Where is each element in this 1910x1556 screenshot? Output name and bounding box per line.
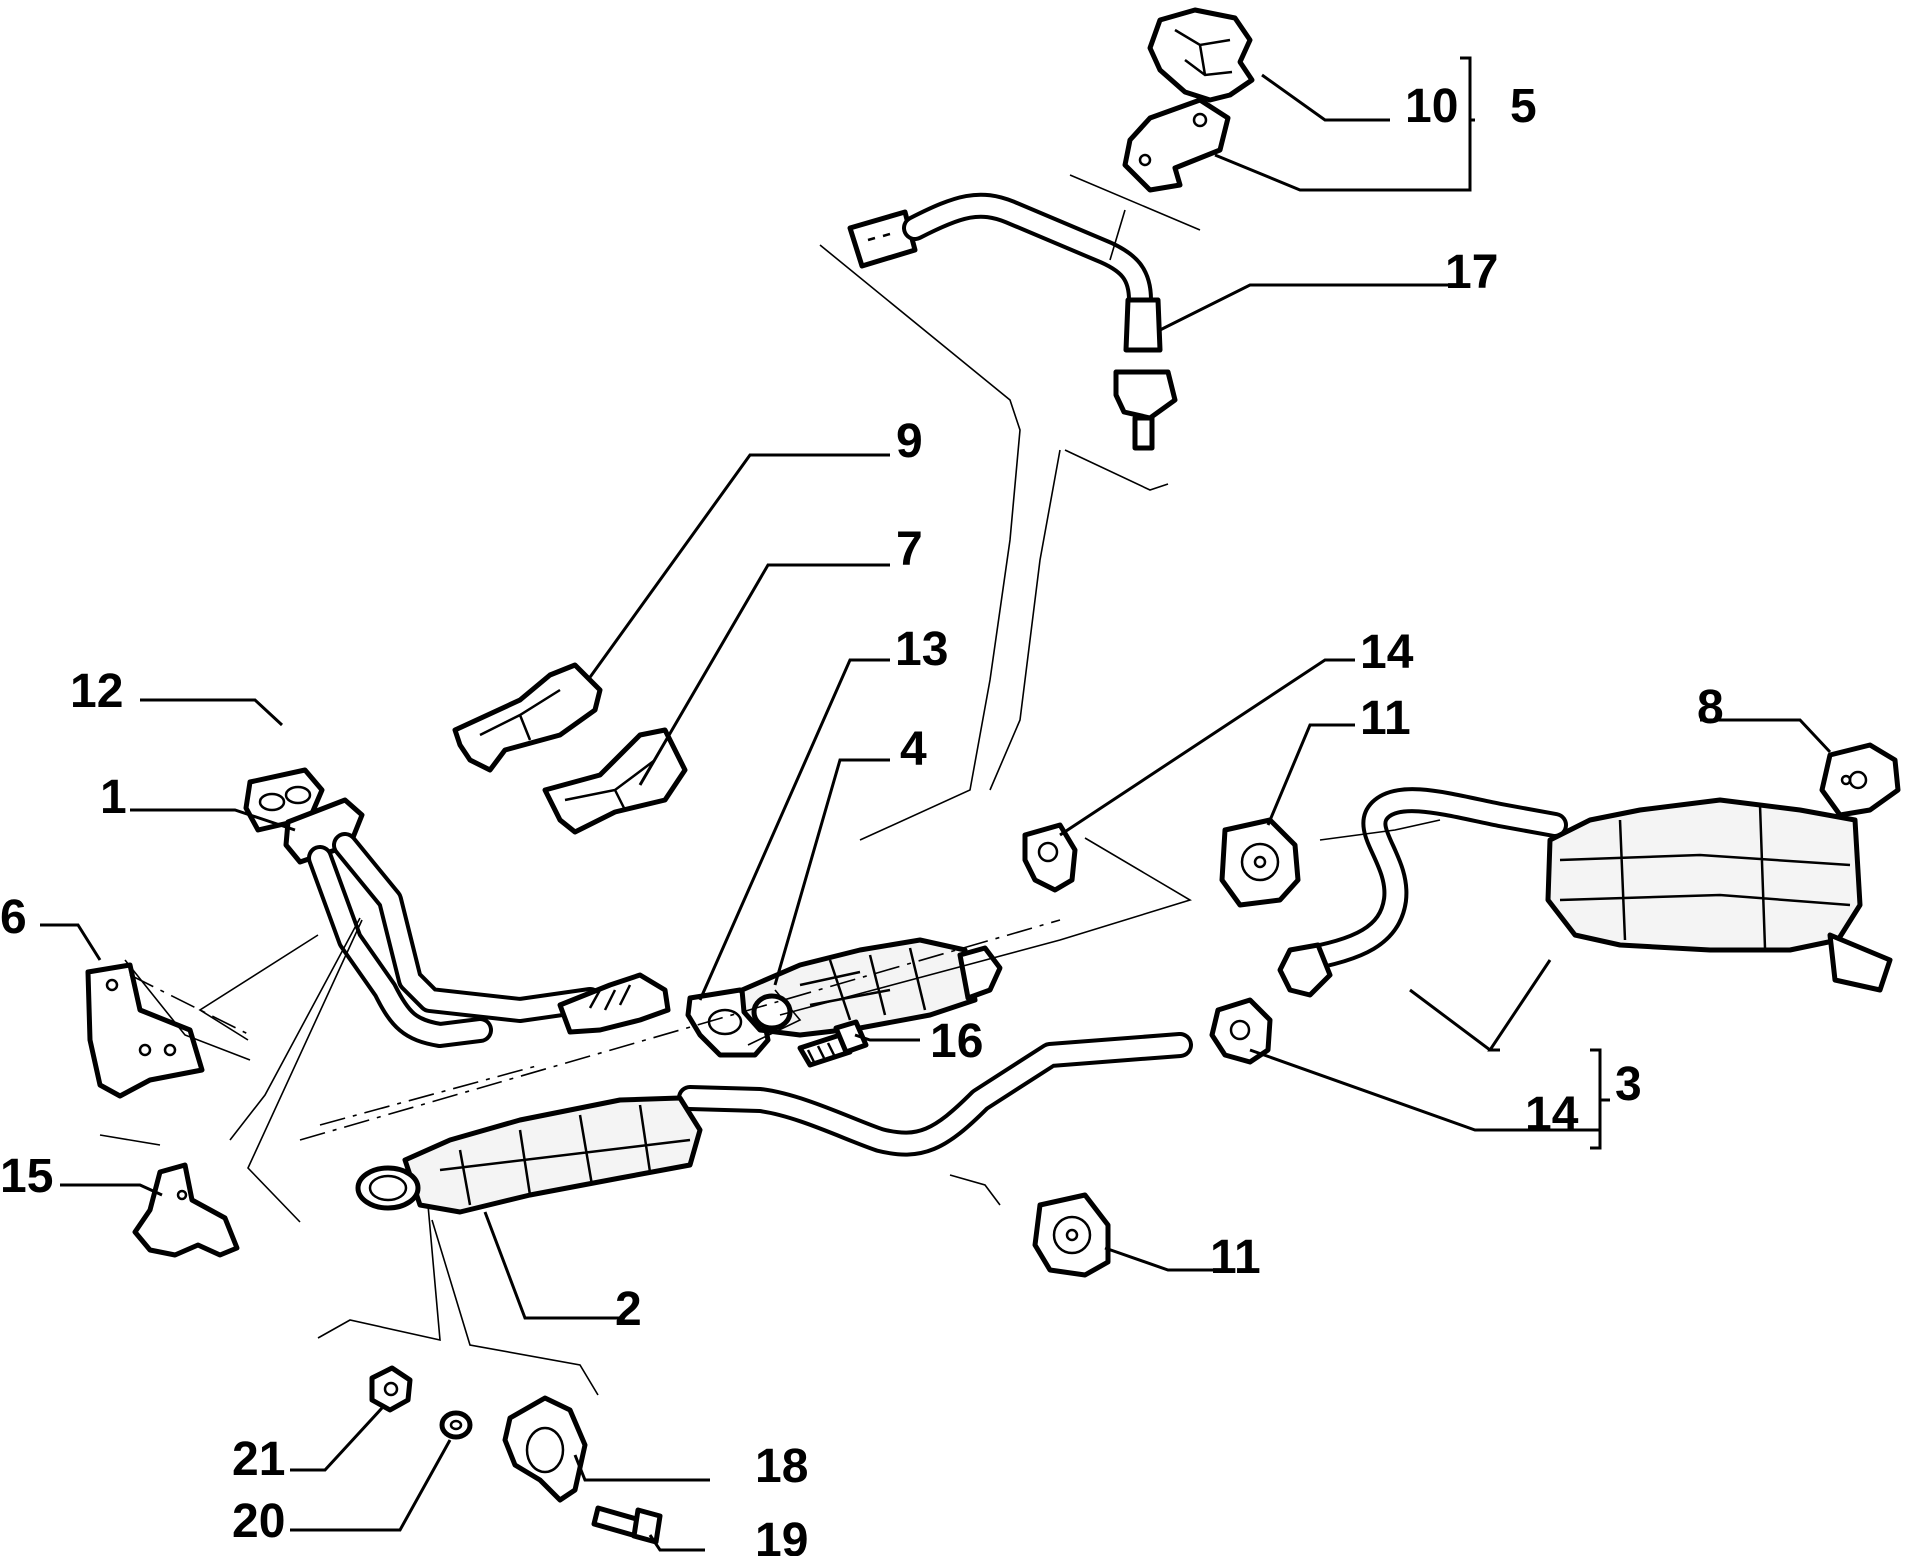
part-18-clamp[interactable] bbox=[502, 1395, 588, 1503]
part-14-rubber-mount-lower[interactable] bbox=[1209, 997, 1273, 1065]
part-16-bolt[interactable] bbox=[797, 1019, 869, 1068]
callout-5: 5 bbox=[1510, 80, 1537, 133]
part-6-bracket[interactable] bbox=[85, 962, 205, 1099]
part-21-nut[interactable] bbox=[369, 1365, 413, 1413]
part-9-heat-shield[interactable] bbox=[452, 662, 603, 773]
callout-11-lower: 11 bbox=[1210, 1231, 1261, 1284]
part-15-bracket[interactable] bbox=[132, 1162, 240, 1258]
leader-lines bbox=[40, 56, 1832, 1552]
part-2-centre-silencer[interactable] bbox=[355, 1032, 1193, 1215]
callout-11-upper: 11 bbox=[1360, 692, 1411, 745]
callout-13: 13 bbox=[895, 623, 948, 676]
part-1-front-pipe[interactable] bbox=[283, 797, 671, 1048]
callout-6: 6 bbox=[0, 891, 27, 944]
part-4-catalytic-converter[interactable] bbox=[739, 937, 1003, 1038]
callout-2: 2 bbox=[615, 1283, 642, 1336]
callout-10: 10 bbox=[1405, 80, 1458, 133]
callout-15: 15 bbox=[0, 1150, 53, 1203]
callout-18: 18 bbox=[755, 1440, 808, 1493]
part-3-rear-silencer[interactable] bbox=[1277, 787, 1893, 998]
part-8-rubber-pad[interactable] bbox=[1819, 742, 1901, 818]
part-17-lambda-sensor[interactable] bbox=[847, 192, 1178, 451]
part-10-clamp[interactable] bbox=[1147, 7, 1255, 103]
callout-4: 4 bbox=[900, 723, 927, 776]
callout-14-upper: 14 bbox=[1360, 626, 1414, 679]
part-11-rubber-ring-lower[interactable] bbox=[1032, 1192, 1111, 1278]
callout-14-lower: 14 bbox=[1525, 1088, 1579, 1141]
part-20-washer[interactable] bbox=[439, 1410, 473, 1440]
part-14-rubber-mount-upper[interactable] bbox=[1022, 822, 1078, 893]
callout-21: 21 bbox=[232, 1433, 285, 1486]
callout-1: 1 bbox=[100, 771, 127, 824]
part-11-rubber-ring-upper[interactable] bbox=[1219, 817, 1301, 908]
callout-17: 17 bbox=[1445, 246, 1498, 299]
callout-19: 19 bbox=[755, 1514, 808, 1556]
callout-16: 16 bbox=[930, 1015, 983, 1068]
callout-3: 3 bbox=[1615, 1058, 1642, 1111]
callout-9: 9 bbox=[896, 415, 923, 468]
callout-20: 20 bbox=[232, 1495, 285, 1548]
assembly-guide-lines bbox=[99, 174, 1201, 1396]
callout-12: 12 bbox=[70, 665, 123, 718]
part-7-heat-shield[interactable] bbox=[542, 727, 688, 835]
callout-7: 7 bbox=[896, 523, 923, 576]
part-5-bracket[interactable] bbox=[1122, 97, 1231, 193]
callout-8: 8 bbox=[1697, 681, 1724, 734]
